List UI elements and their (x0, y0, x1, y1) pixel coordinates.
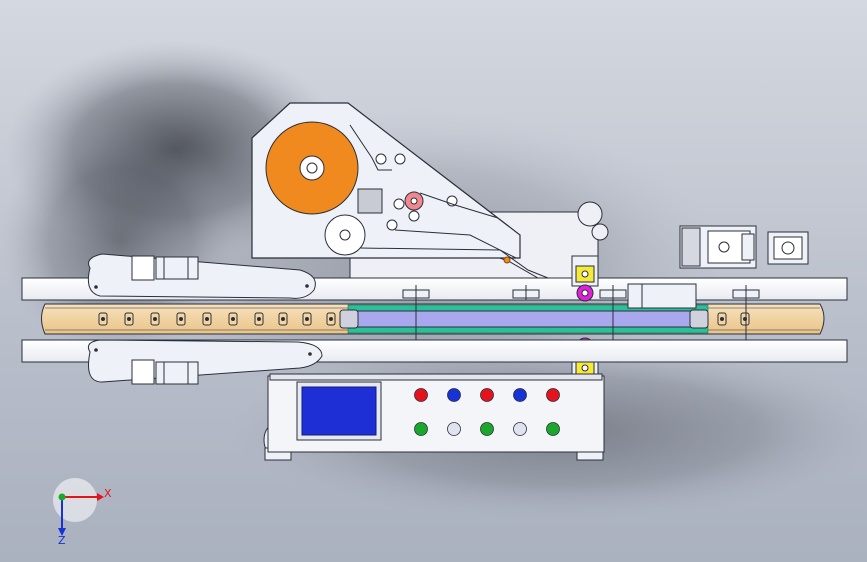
y-axis-dot (58, 493, 66, 501)
upper-belt-drive[interactable] (87, 253, 316, 299)
green-button[interactable] (414, 422, 428, 436)
blue-button[interactable] (513, 388, 527, 402)
blue-button[interactable] (447, 388, 461, 402)
white-button[interactable] (447, 422, 461, 436)
red-button[interactable] (546, 388, 560, 402)
coordinate-triad: X Z (53, 478, 112, 547)
conveyor-channel[interactable] (41, 303, 825, 335)
conveyor-belt (354, 310, 696, 328)
x-axis-label: X (104, 487, 112, 500)
z-axis-label: Z (58, 534, 66, 547)
servo-motor[interactable] (679, 225, 757, 269)
green-button[interactable] (546, 422, 560, 436)
coupling-block[interactable] (767, 231, 809, 265)
red-button[interactable] (414, 388, 428, 402)
white-button[interactable] (513, 422, 527, 436)
sensor-block (357, 188, 383, 214)
red-button[interactable] (480, 388, 494, 402)
guide-rollers (375, 153, 458, 231)
guide-rail-bottom (347, 326, 709, 334)
touch-screen[interactable] (301, 386, 377, 436)
label-head[interactable] (251, 102, 589, 297)
lower-belt-drive[interactable] (87, 339, 323, 385)
control-buttons[interactable] (414, 388, 560, 436)
green-button[interactable] (480, 422, 494, 436)
